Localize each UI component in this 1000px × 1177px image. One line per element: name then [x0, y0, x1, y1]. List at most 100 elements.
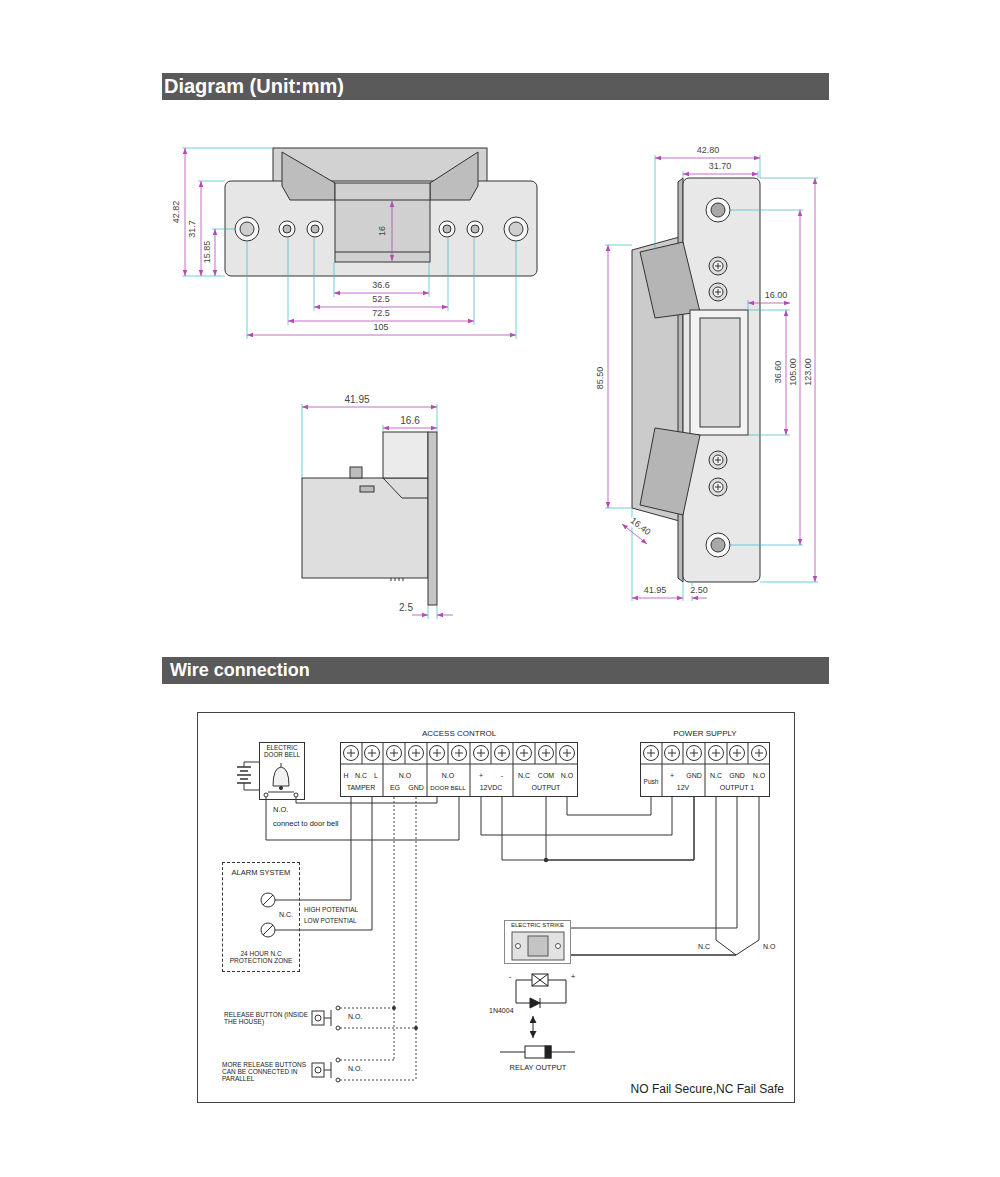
terminal-label: Push — [643, 778, 660, 785]
dimension-line — [437, 615, 453, 616]
bell-symbol — [294, 793, 298, 797]
dimension-line — [605, 155, 818, 601]
contact-label: N.C — [697, 943, 711, 951]
strike-front-view — [279, 221, 295, 237]
release-button — [315, 1067, 321, 1073]
wire — [300, 797, 372, 930]
release-button — [324, 1010, 331, 1026]
dimension-value: 52.5 — [371, 295, 391, 305]
relay-symbol — [525, 1046, 551, 1058]
diode-symbol — [516, 980, 566, 1008]
dimension-line — [314, 307, 448, 308]
strike-front-view — [335, 200, 430, 252]
wire — [567, 797, 651, 815]
wire — [571, 797, 736, 955]
strike-front-view — [467, 221, 483, 237]
junction-dot — [392, 1006, 396, 1010]
button-note: RELEASE BUTTON (INSIDE THE HOUSE) — [224, 1011, 310, 1025]
contact-label: N.O — [762, 943, 776, 951]
dimension-line — [182, 148, 516, 339]
dimension-value: 72.5 — [371, 309, 391, 319]
strike-front-view — [430, 152, 478, 200]
release-button — [336, 1026, 340, 1030]
strike-box: ELECTRIC STRIKE — [504, 920, 571, 964]
terminal-label: GND — [728, 772, 746, 780]
dimension-value: 105.00 — [789, 357, 799, 387]
strike-symbol — [512, 932, 564, 960]
strike-side-view — [700, 318, 740, 427]
dimension-value: 42.82 — [172, 200, 182, 225]
strike-front-view — [282, 152, 335, 200]
polarity-sign: + — [570, 973, 577, 982]
double-arrow — [533, 1016, 534, 1038]
release-button — [315, 1015, 321, 1021]
release-button — [336, 1058, 340, 1062]
strike-side-view — [711, 538, 725, 552]
coil-symbol — [532, 974, 548, 986]
bell-symbol — [273, 763, 289, 786]
potential-label: HIGH POTENTIAL — [303, 906, 359, 913]
block-heading: POWER SUPPLY — [642, 730, 768, 739]
strike-bottom-view — [302, 478, 428, 578]
dimension-line — [302, 407, 437, 408]
dimension-value: 16.00 — [764, 291, 789, 301]
wiring-note: NO Fail Secure,NC Fail Safe — [631, 1083, 784, 1096]
dimension-line — [201, 181, 202, 276]
strike-side-view — [683, 178, 760, 582]
dimension-value: 2.5 — [398, 602, 414, 613]
strike-front-view — [439, 221, 455, 237]
terminal-label: OUTPUT 1 — [719, 784, 756, 792]
strike-front-view — [283, 225, 291, 233]
terminal-label: N.O — [398, 772, 412, 780]
box-label: ELECTRIC STRIKE — [506, 922, 569, 929]
dimension-value: 42.80 — [696, 146, 721, 156]
strike-bottom-view — [360, 486, 374, 492]
dimension-line — [215, 229, 216, 276]
strike-front-view — [311, 225, 319, 233]
dimension-line — [683, 174, 758, 175]
strike-front-view — [335, 183, 430, 262]
door-bell-note: connect to door bell — [272, 820, 339, 828]
dimension-line — [334, 293, 429, 294]
screw-slot — [347, 749, 763, 757]
dimension-line — [608, 245, 609, 508]
strike-side-view — [640, 242, 700, 318]
component-label: RELAY OUTPUT — [509, 1064, 568, 1072]
coil-symbol — [532, 974, 548, 986]
diode-symbol — [530, 998, 540, 1008]
strike-front-view — [504, 217, 528, 241]
dimension-value: 15.85 — [203, 240, 213, 265]
dimension-line — [182, 148, 516, 339]
diode-part-number: 1N4004 — [488, 1007, 515, 1015]
contact-label: N.C. — [278, 911, 294, 919]
wire — [266, 797, 459, 840]
box-label: ELECTRIC DOOR BELL — [261, 745, 303, 759]
dimension-line — [185, 148, 186, 276]
strike-side-view — [690, 310, 748, 435]
strike-front-view — [307, 221, 323, 237]
strike-symbol — [528, 936, 548, 956]
terminal-label: TAMPER — [346, 784, 377, 792]
strike-front-view — [509, 222, 523, 236]
section-header-band: Diagram (Unit:mm) — [162, 73, 829, 100]
dimension-value: 41.95 — [643, 586, 668, 596]
dimension-value: 31.70 — [708, 162, 733, 172]
dimension-line — [815, 178, 816, 582]
dimension-value: 36.60 — [774, 360, 784, 385]
release-button — [312, 1063, 324, 1077]
button-note: MORE RELEASE BUTTONS CAN BE CONNECTED IN… — [222, 1061, 310, 1082]
terminal-label: H — [342, 772, 349, 780]
dimension-value: 16 — [378, 225, 388, 237]
bell-symbol — [264, 793, 268, 797]
terminal-label: N.C — [517, 772, 531, 780]
terminal-strip — [640, 742, 770, 797]
dimension-line — [288, 321, 474, 322]
wire — [481, 797, 672, 835]
contact-label: N.O. — [347, 1013, 363, 1021]
terminal-label: L — [373, 772, 379, 780]
strike-front-view — [235, 217, 259, 241]
strike-symbol — [516, 944, 521, 949]
box-note: 24 HOUR N.C PROTECTION ZONE — [224, 950, 298, 964]
